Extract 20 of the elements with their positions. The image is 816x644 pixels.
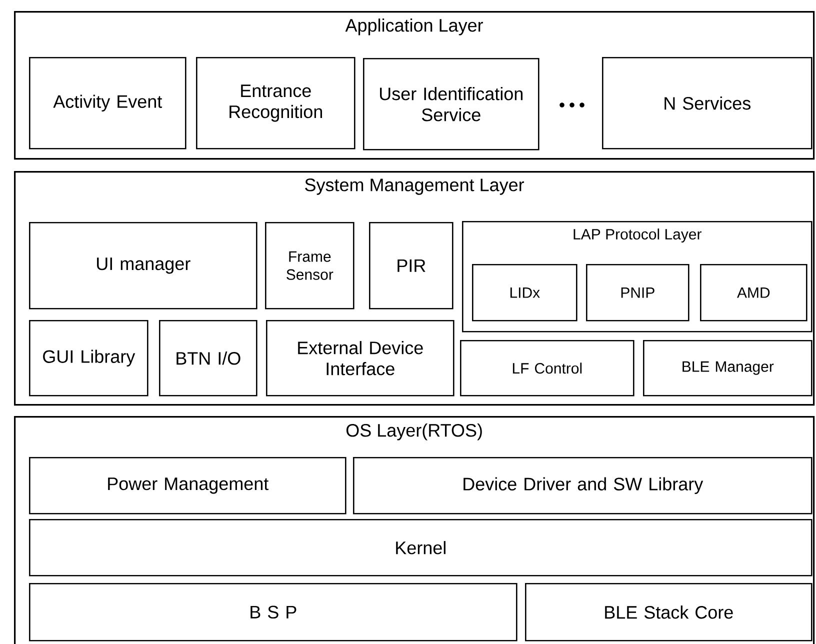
component-box: LF Control [460, 340, 634, 396]
component-box: Power Management [29, 457, 346, 514]
component-box: External Device Interface [266, 320, 454, 396]
component-box: GUI Library [29, 320, 148, 396]
component-box: UI manager [29, 222, 258, 310]
component-box: AMD [700, 264, 808, 322]
component-box: BLE Manager [643, 340, 812, 396]
component-box: BLE Stack Core [525, 583, 812, 642]
component-box: Kernel [29, 519, 812, 576]
component-box: Frame Sensor [265, 222, 354, 310]
component-box: Device Driver and SW Library [353, 457, 812, 514]
component-box: PIR [369, 222, 454, 310]
component-box: B S P [29, 583, 518, 642]
component-box: LIDx [472, 264, 578, 322]
component-box: N Services [602, 57, 812, 150]
component-box: Entrance Recognition [196, 57, 356, 150]
component-box: User Identification Service [363, 58, 540, 150]
component-box: Activity Event [29, 57, 186, 150]
component-box: BTN I/O [159, 320, 258, 396]
component-box: PNIP [586, 264, 690, 322]
